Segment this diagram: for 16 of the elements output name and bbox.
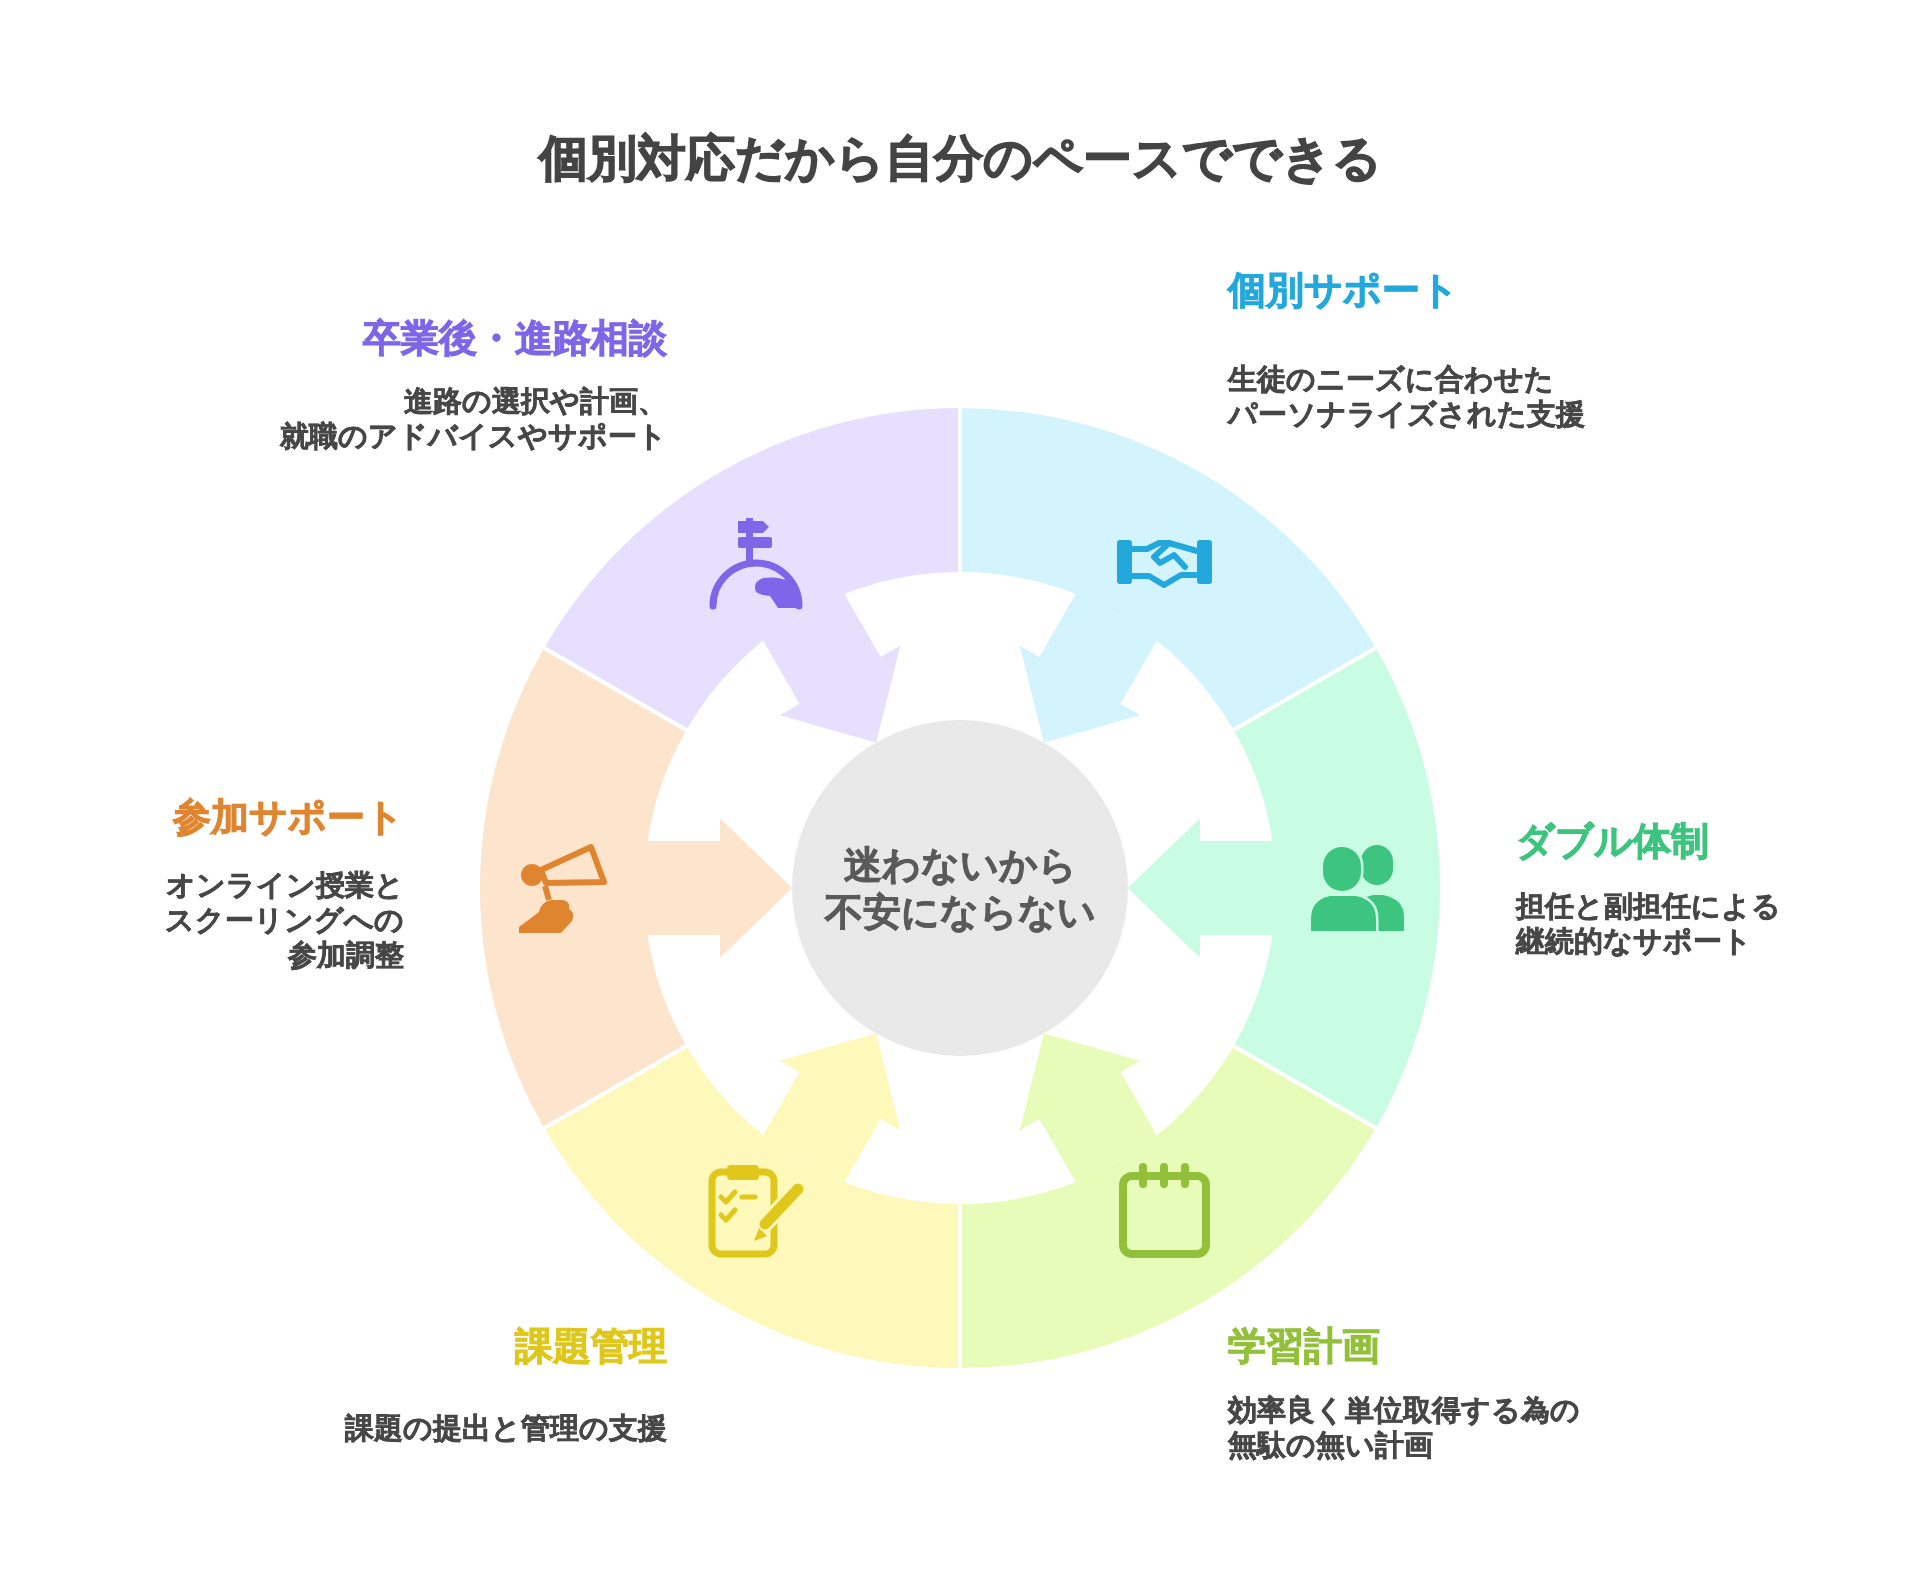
segment-description: 担任と副担任による継続的なサポート bbox=[1516, 889, 1781, 959]
arrow bbox=[1128, 818, 1276, 958]
segment-title: 個別サポート bbox=[1228, 268, 1459, 312]
segment-description: 生徒のニーズに合わせたパーソナライズされた支援 bbox=[1228, 362, 1585, 432]
segment-title: ダブル体制 bbox=[1516, 819, 1709, 863]
diagram-title: 個別対応だから自分のペースでできる bbox=[538, 130, 1382, 188]
segment-title: 学習計画 bbox=[1228, 1324, 1380, 1368]
segment-description: 進路の選択や計画、就職のアドバイスやサポート bbox=[280, 384, 667, 454]
center-label: 迷わないから不安にならない bbox=[824, 841, 1096, 936]
segment-description: オンライン授業とスクーリングへの参加調整 bbox=[165, 868, 404, 973]
segment-title: 卒業後・進路相談 bbox=[363, 316, 667, 360]
segment-title: 課題管理 bbox=[515, 1324, 667, 1368]
segment-title: 参加サポート bbox=[173, 795, 404, 839]
arrow bbox=[644, 818, 792, 958]
segment-description: 課題の提出と管理の支援 bbox=[345, 1411, 667, 1446]
segment-description: 効率良く単位取得する為の無駄の無い計画 bbox=[1228, 1393, 1580, 1463]
